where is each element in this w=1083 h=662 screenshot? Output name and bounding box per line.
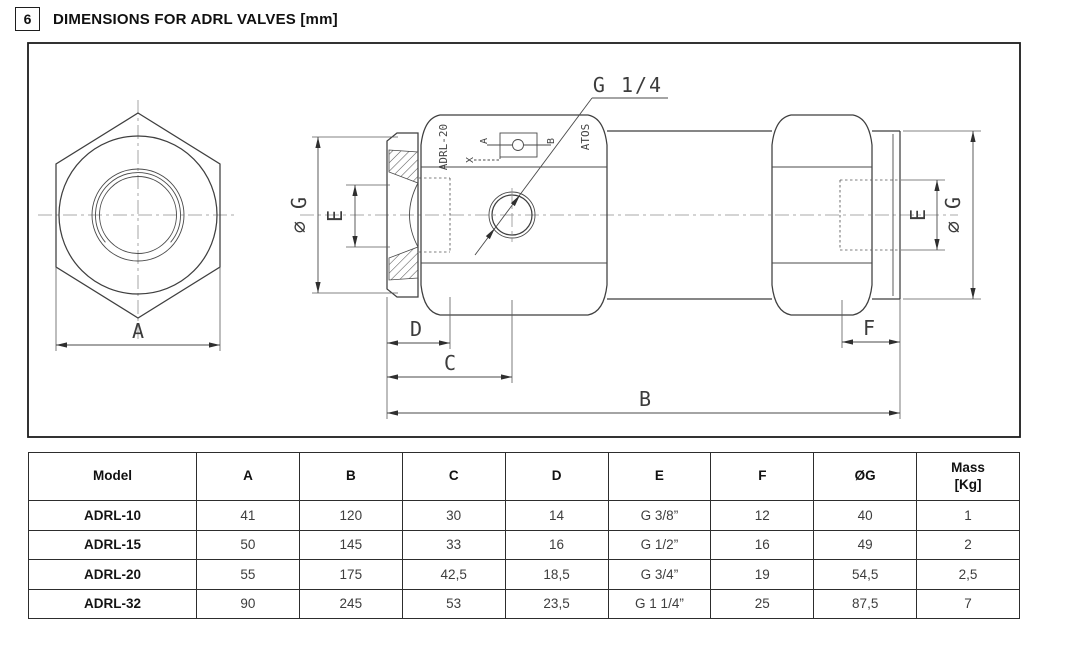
table-header-cell: B [298, 452, 403, 501]
dimension-c: C [387, 351, 512, 380]
table-cell: 41 [196, 500, 300, 531]
table-header-cell: E [607, 452, 712, 501]
dim-label-e-left: E [323, 210, 347, 222]
table-cell-model: ADRL-20 [28, 559, 197, 590]
table-cell: 14 [504, 500, 609, 531]
table-cell: 42,5 [401, 559, 506, 590]
dimension-f: F [842, 316, 900, 345]
table-cell: 19 [710, 559, 815, 590]
table-cell: 40 [813, 500, 918, 531]
table-header-cell: ØG [813, 452, 918, 501]
table-header-cell: D [504, 452, 609, 501]
table-header-cell: Model [28, 452, 197, 501]
dimension-b: B [387, 387, 900, 416]
front-view-hexagon [55, 112, 221, 319]
table-cell: 33 [401, 529, 506, 560]
table-cell: 53 [401, 588, 506, 619]
gauge-port: G 1/4 [474, 73, 668, 256]
port-throat-curve [409, 182, 419, 248]
table-cell: 2,5 [916, 559, 1020, 590]
table-cell: 16 [710, 529, 815, 560]
check-valve-symbol: A B X [465, 132, 557, 163]
right-hex-nut [771, 114, 873, 316]
brand-marking: ATOS [579, 124, 592, 151]
table-cell: G 1/2” [607, 529, 712, 560]
table-cell: 1 [916, 500, 1020, 531]
table-cell: 49 [813, 529, 918, 560]
table-cell: 2 [916, 529, 1020, 560]
table-cell: 23,5 [504, 588, 609, 619]
left-hex-body [420, 114, 608, 316]
table-cell: G 1 1/4” [607, 588, 712, 619]
symbol-port-b-label: B [546, 138, 557, 144]
symbol-port-x-label: X [465, 157, 476, 163]
right-end-cylinder [839, 130, 901, 300]
port-callout-label: G 1/4 [593, 73, 663, 97]
dimension-d: D [387, 317, 450, 346]
port-inner-circle [99, 176, 177, 254]
middle-tube [607, 130, 772, 300]
table-cell: 18,5 [504, 559, 609, 590]
dimension-dia-g-right: ∅ G [903, 130, 981, 300]
dim-label-e-right: E [906, 209, 930, 221]
table-cell-model: ADRL-32 [28, 588, 197, 619]
dim-label-f: F [863, 316, 875, 340]
table-cell: 16 [504, 529, 609, 560]
table-cell: 120 [298, 500, 403, 531]
table-header-cell: C [401, 452, 506, 501]
thread-hatch-bottom [388, 246, 419, 281]
dim-label-d: D [410, 317, 422, 341]
valve-dimension-drawing: A ADRL-20 ATOS [27, 42, 1021, 438]
table-cell: 87,5 [813, 588, 918, 619]
table-cell: 25 [710, 588, 815, 619]
model-marking: ADRL-20 [437, 124, 450, 170]
table-cell: 12 [710, 500, 815, 531]
table-cell: 145 [298, 529, 403, 560]
dim-label-dia-g-right: ∅ G [941, 197, 965, 233]
hex-chamfer-circle [58, 135, 218, 295]
thread-arc [95, 172, 181, 243]
table-header-cell: Mass[Kg] [916, 452, 1020, 501]
table-header-cell: A [196, 452, 300, 501]
section-number-box: 6 [15, 7, 40, 31]
symbol-port-a-label: A [479, 138, 490, 144]
table-cell: G 3/8” [607, 500, 712, 531]
drawing-frame [27, 42, 1021, 438]
table-cell: 30 [401, 500, 506, 531]
dim-label-c: C [444, 351, 456, 375]
table-cell: 7 [916, 588, 1020, 619]
table-header-cell: F [710, 452, 815, 501]
dim-label-dia-g-left: ∅ G [287, 197, 311, 233]
table-cell-model: ADRL-10 [28, 500, 197, 531]
thread-hatch-top [388, 149, 419, 184]
table-cell: 90 [196, 588, 300, 619]
dimension-e-left: E [323, 184, 390, 248]
dim-label-a: A [132, 319, 144, 343]
dim-label-b: B [639, 387, 651, 411]
side-view: ADRL-20 ATOS A B X G 1/4 [287, 73, 981, 419]
port-bore-circle [91, 168, 185, 262]
table-cell: 55 [196, 559, 300, 590]
table-cell: 245 [298, 588, 403, 619]
table-cell: 175 [298, 559, 403, 590]
table-cell: 50 [196, 529, 300, 560]
dimension-a: A [55, 267, 221, 351]
dimension-e-right: E [901, 179, 945, 251]
table-cell-model: ADRL-15 [28, 529, 197, 560]
dimension-dia-g-left: ∅ G [287, 136, 398, 294]
body-markings: ADRL-20 ATOS A B X [437, 124, 592, 170]
left-port-sleeve [386, 132, 451, 298]
table-cell: G 3/4” [607, 559, 712, 590]
page-title: DIMENSIONS FOR ADRL VALVES [mm] [53, 10, 338, 28]
front-view: A [38, 100, 238, 351]
table-cell: 54,5 [813, 559, 918, 590]
page-header: 6 DIMENSIONS FOR ADRL VALVES [mm] [15, 7, 338, 31]
